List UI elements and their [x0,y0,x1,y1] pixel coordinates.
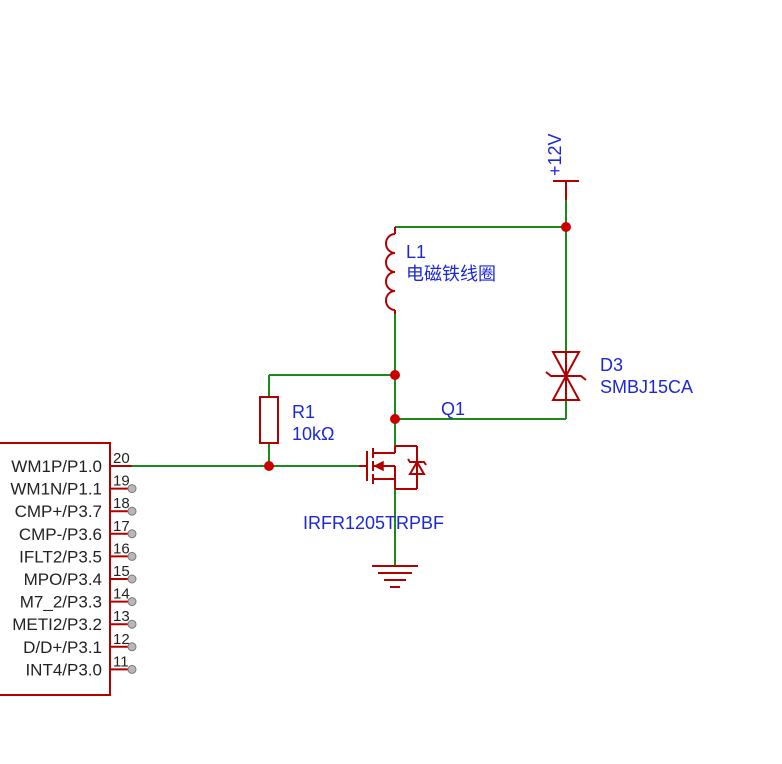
mcu-pin-endpoint [127,664,137,674]
mcu-pin-name: CMP+/P3.7 [15,502,102,521]
mcu-pin-name: INT4/P3.0 [25,660,102,679]
mosfet-q1[interactable]: Q1 IRFR1205TRPBF [303,399,465,533]
junctions [264,222,571,471]
mcu-pin-name: D/D+/P3.1 [23,638,102,657]
resistor-value: 10kΩ [292,424,334,444]
mcu-pin-name: M7_2/P3.3 [20,593,102,612]
resistor-ref: R1 [292,402,315,422]
mcu-pin[interactable]: METI2/P3.2 13 [12,608,137,634]
power-symbol-12v[interactable]: +12V [545,133,579,200]
mcu-pin[interactable]: M7_2/P3.3 14 [20,586,137,612]
mcu-pin-endpoint [127,642,137,652]
mcu-pin-endpoint [127,506,137,516]
mcu-pin-endpoint [127,597,137,607]
mcu-pin-name: METI2/P3.2 [12,615,102,634]
diode-value: SMBJ15CA [600,377,693,397]
mcu-pin-number: 13 [113,608,130,625]
mcu-pin-number: 18 [113,495,130,512]
ground-symbol[interactable] [372,565,418,588]
mcu-pin[interactable]: CMP-/P3.6 17 [19,518,137,544]
mcu-pin[interactable]: CMP+/P3.7 18 [15,495,137,521]
wires [132,200,567,566]
mcu-pin[interactable]: INT4/P3.0 11 [25,653,137,679]
mcu-pin-endpoint [127,484,137,494]
tvs-diode-d3[interactable]: D3 SMBJ15CA [545,351,693,401]
mcu-pin-endpoint [127,619,137,629]
junction-supply [561,222,571,232]
mcu-pin[interactable]: WM1N/P1.1 19 [10,473,137,499]
inductor-ref: L1 [406,242,426,262]
junction-gate [264,461,274,471]
power-label: +12V [545,133,565,176]
inductor-value: 电磁铁线圈 [406,264,496,284]
mcu-pin[interactable]: MPO/P3.4 15 [24,563,137,589]
mcu-pin-name: WM1N/P1.1 [10,480,102,499]
mcu-pin-name: MPO/P3.4 [24,570,102,589]
resistor-r1[interactable]: R1 10kΩ [259,396,334,444]
mosfet-value: IRFR1205TRPBF [303,513,444,533]
mcu-pin[interactable]: D/D+/P3.1 12 [23,631,137,657]
mcu-pin-number: 19 [113,473,130,490]
mcu-pin-name: CMP-/P3.6 [19,525,102,544]
inductor-l1[interactable]: L1 电磁铁线圈 [385,227,496,314]
mcu-pin-name: IFLT2/P3.5 [19,547,102,566]
mcu-pin-name: WM1P/P1.0 [11,457,102,476]
mcu-pin-number: 15 [113,563,130,580]
diode-ref: D3 [600,355,623,375]
mcu-pin-number: 17 [113,518,130,535]
mcu-pin[interactable]: IFLT2/P3.5 16 [19,540,137,566]
mcu-pin-endpoint [127,551,137,561]
mcu-pin-number: 11 [113,653,129,670]
mcu-pin-endpoint [127,574,137,584]
mcu-pin-number: 16 [113,540,130,557]
mcu-pin[interactable]: WM1P/P1.0 20 [11,450,132,476]
junction-drain [390,414,400,424]
mcu-pin-number: 20 [113,450,130,467]
mcu-pin-endpoint [127,529,137,539]
junction-resistor-top [390,370,400,380]
mcu-pin-number: 14 [113,586,130,603]
mcu-pin-number: 12 [113,631,130,648]
mosfet-ref: Q1 [441,399,465,419]
